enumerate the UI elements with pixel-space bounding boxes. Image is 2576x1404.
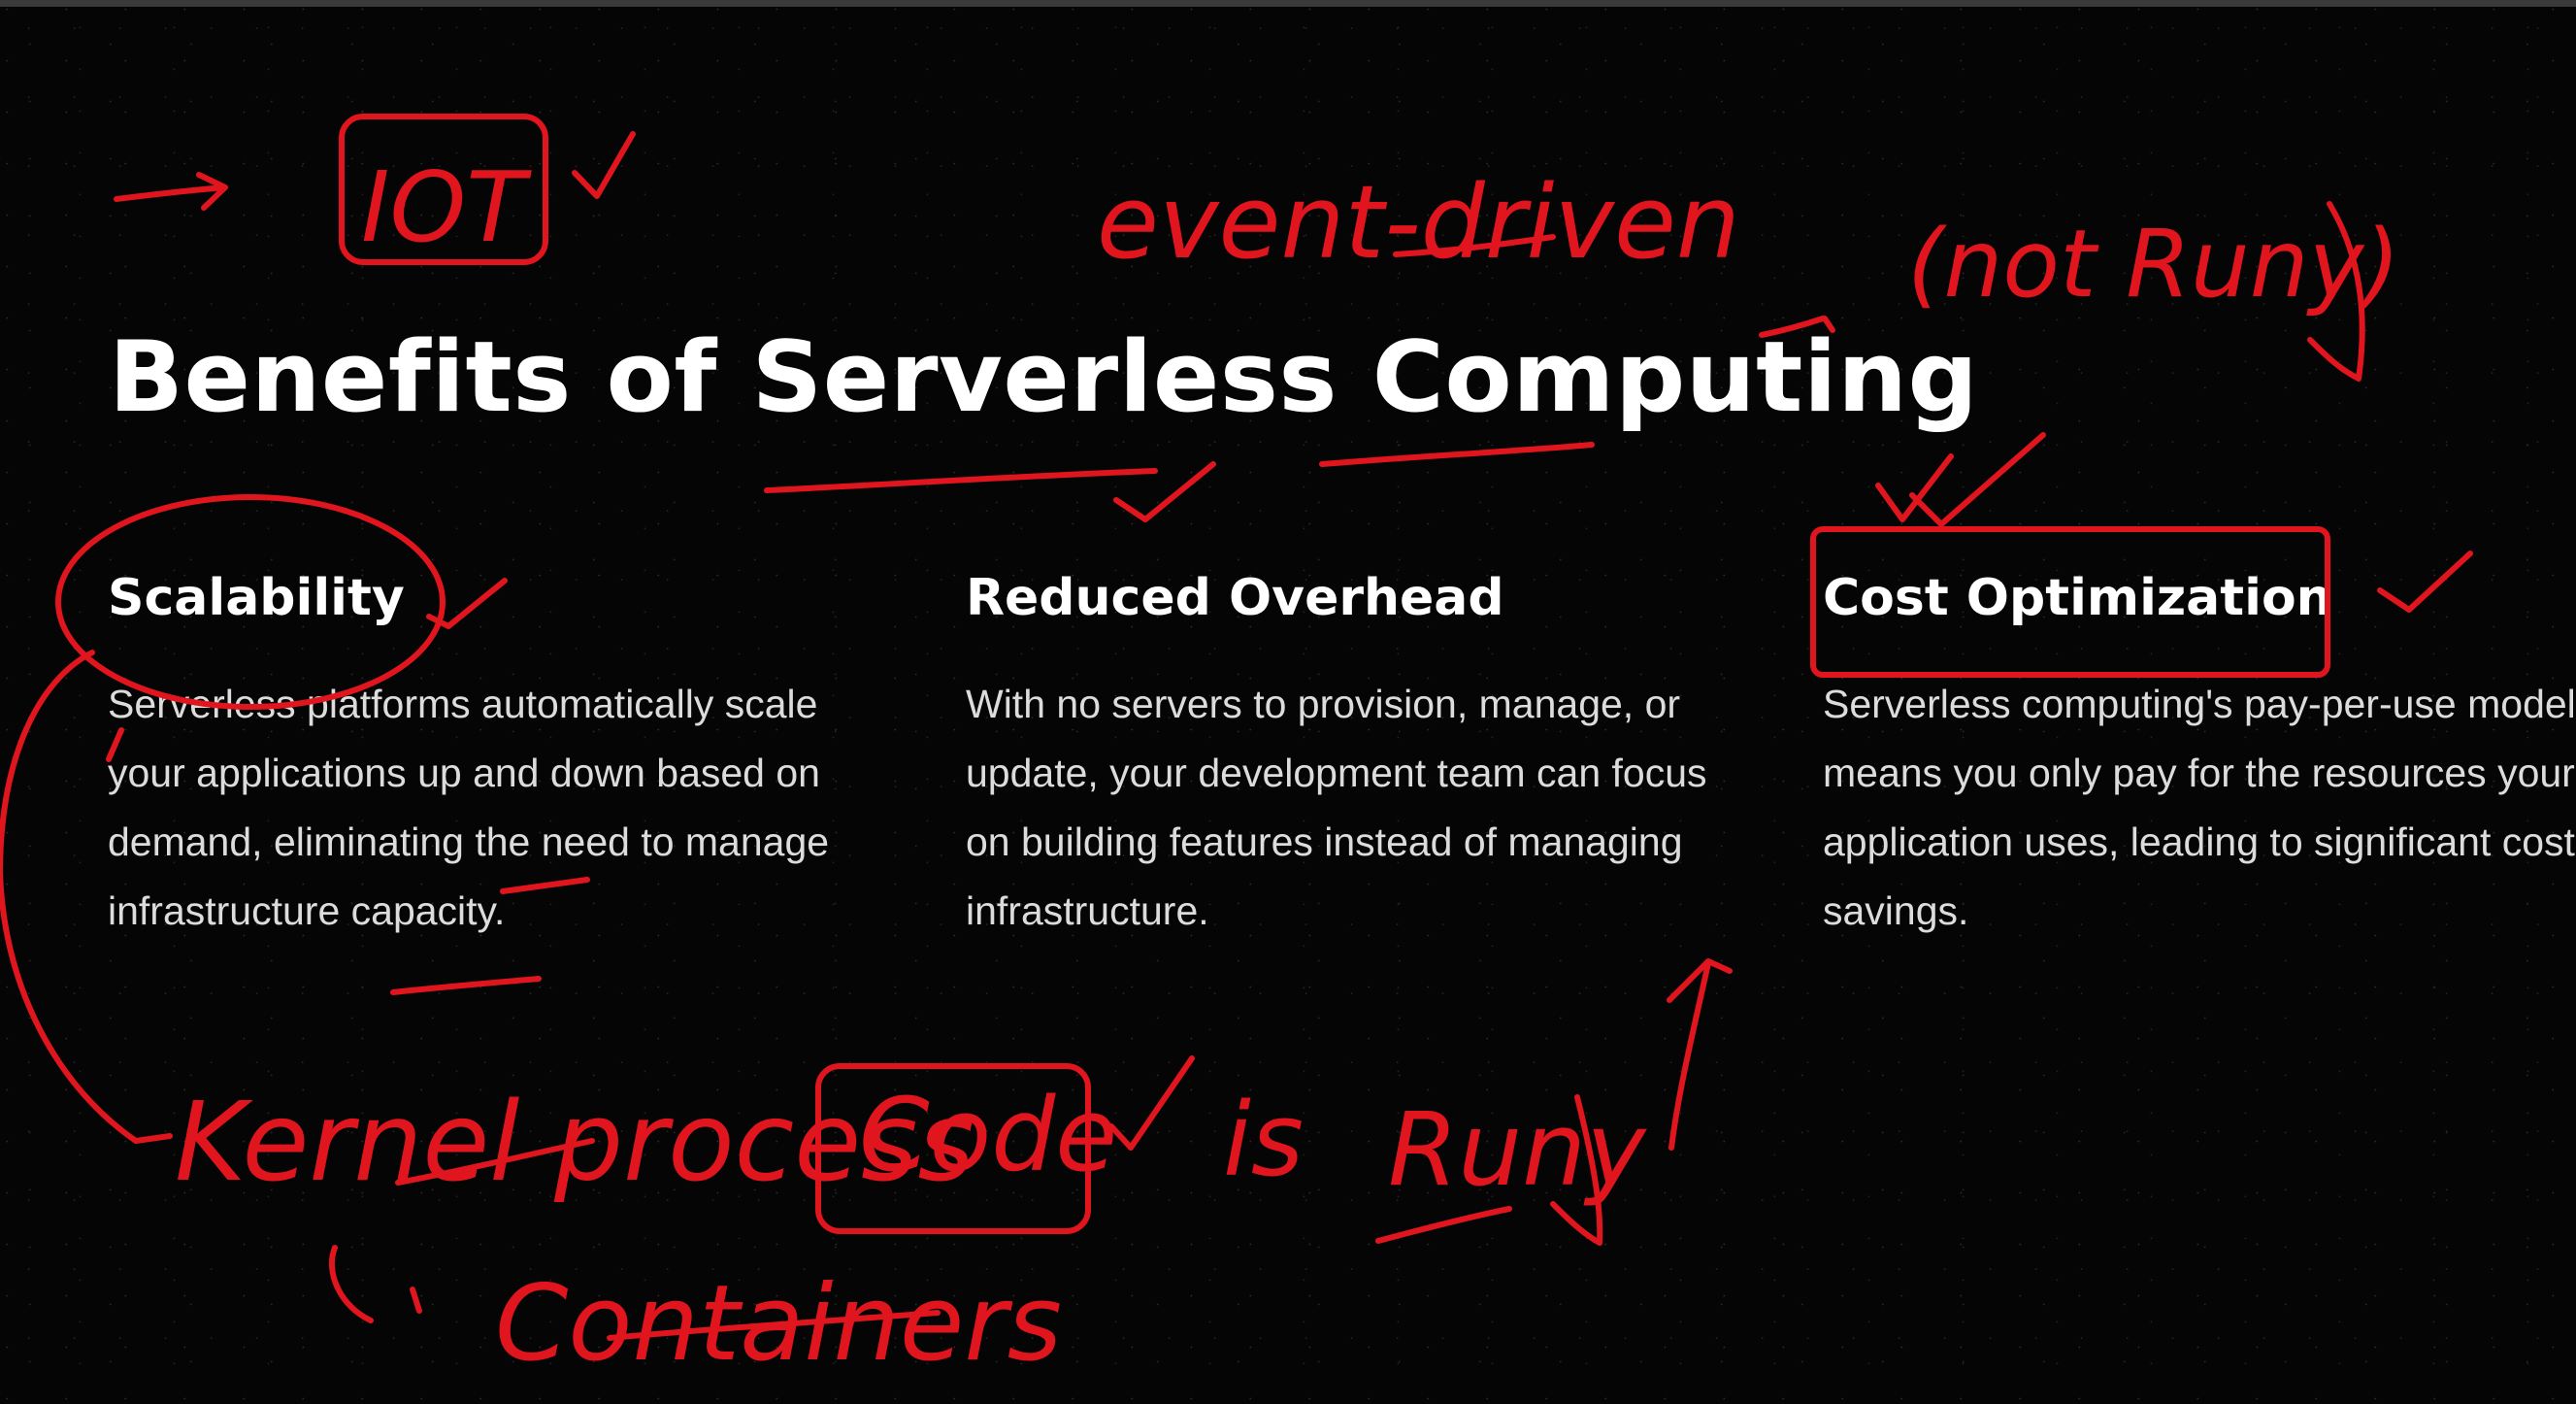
benefit-card-reduced-overhead: Reduced Overhead With no servers to prov…	[966, 573, 1723, 946]
benefit-card-scalability: Scalability Serverless platforms automat…	[108, 573, 865, 946]
slide-title: Benefits of Serverless Computing	[109, 319, 1979, 434]
card-body: Serverless computing's pay-per-use model…	[1823, 682, 2576, 933]
card-heading: Reduced Overhead	[966, 569, 1504, 627]
card-heading: Scalability	[108, 569, 405, 627]
card-body: With no servers to provision, manage, or…	[966, 682, 1707, 933]
card-body: Serverless platforms automatically scale…	[108, 682, 830, 933]
card-heading: Cost Optimization	[1823, 569, 2332, 627]
benefit-card-cost-optimization: Cost Optimization Serverless computing's…	[1823, 573, 2576, 946]
